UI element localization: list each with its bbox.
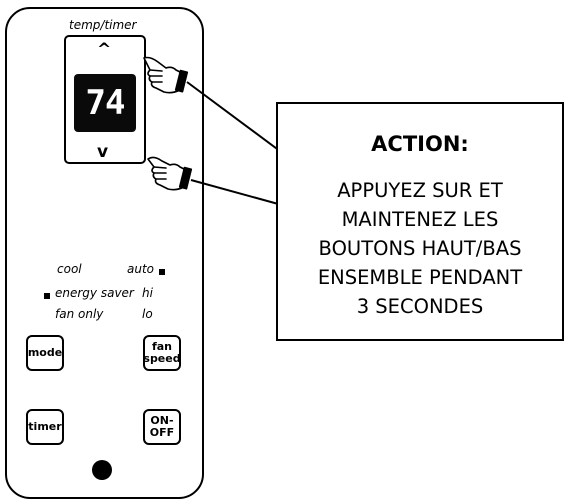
fan-speed-button[interactable]: fan speed	[143, 335, 181, 371]
fan-indicator-dot	[159, 269, 165, 275]
action-line: ENSEMBLE PENDANT	[317, 266, 523, 289]
pointing-hand-icon	[143, 56, 189, 94]
action-line: MAINTENEZ LES	[341, 208, 499, 231]
display-value: 74	[85, 83, 126, 123]
display-frame	[64, 35, 146, 164]
action-text: APPUYEZ SUR ET MAINTENEZ LES BOUTONS HAU…	[278, 176, 562, 321]
action-line: BOUTONS HAUT/BAS	[318, 237, 522, 260]
fan-label-auto: auto	[127, 262, 155, 276]
action-line: 3 SECONDES	[356, 295, 484, 318]
remote-body	[5, 7, 204, 499]
action-line: APPUYEZ SUR ET	[337, 179, 503, 202]
mode-label-energy-saver: energy saver	[55, 286, 134, 300]
temp-up-button[interactable]: ^	[97, 40, 112, 60]
pointing-hand-icon	[147, 156, 193, 191]
action-title: ACTION:	[371, 132, 469, 156]
fan-label-hi: hi	[142, 286, 153, 300]
temperature-display: 74	[74, 74, 136, 132]
temp-down-button[interactable]: v	[97, 142, 109, 162]
on-off-button[interactable]: ON- OFF	[143, 409, 181, 445]
mode-label-cool: cool	[57, 262, 82, 276]
ir-sensor-dot	[92, 460, 112, 480]
display-label: temp/timer	[69, 18, 137, 32]
mode-button[interactable]: mode	[26, 335, 64, 371]
timer-button[interactable]: timer	[26, 409, 64, 445]
mode-indicator-dot	[44, 293, 50, 299]
mode-label-fan-only: fan only	[55, 307, 104, 321]
fan-label-lo: lo	[142, 307, 153, 321]
action-callout: ACTION: APPUYEZ SUR ET MAINTENEZ LES BOU…	[276, 102, 564, 341]
